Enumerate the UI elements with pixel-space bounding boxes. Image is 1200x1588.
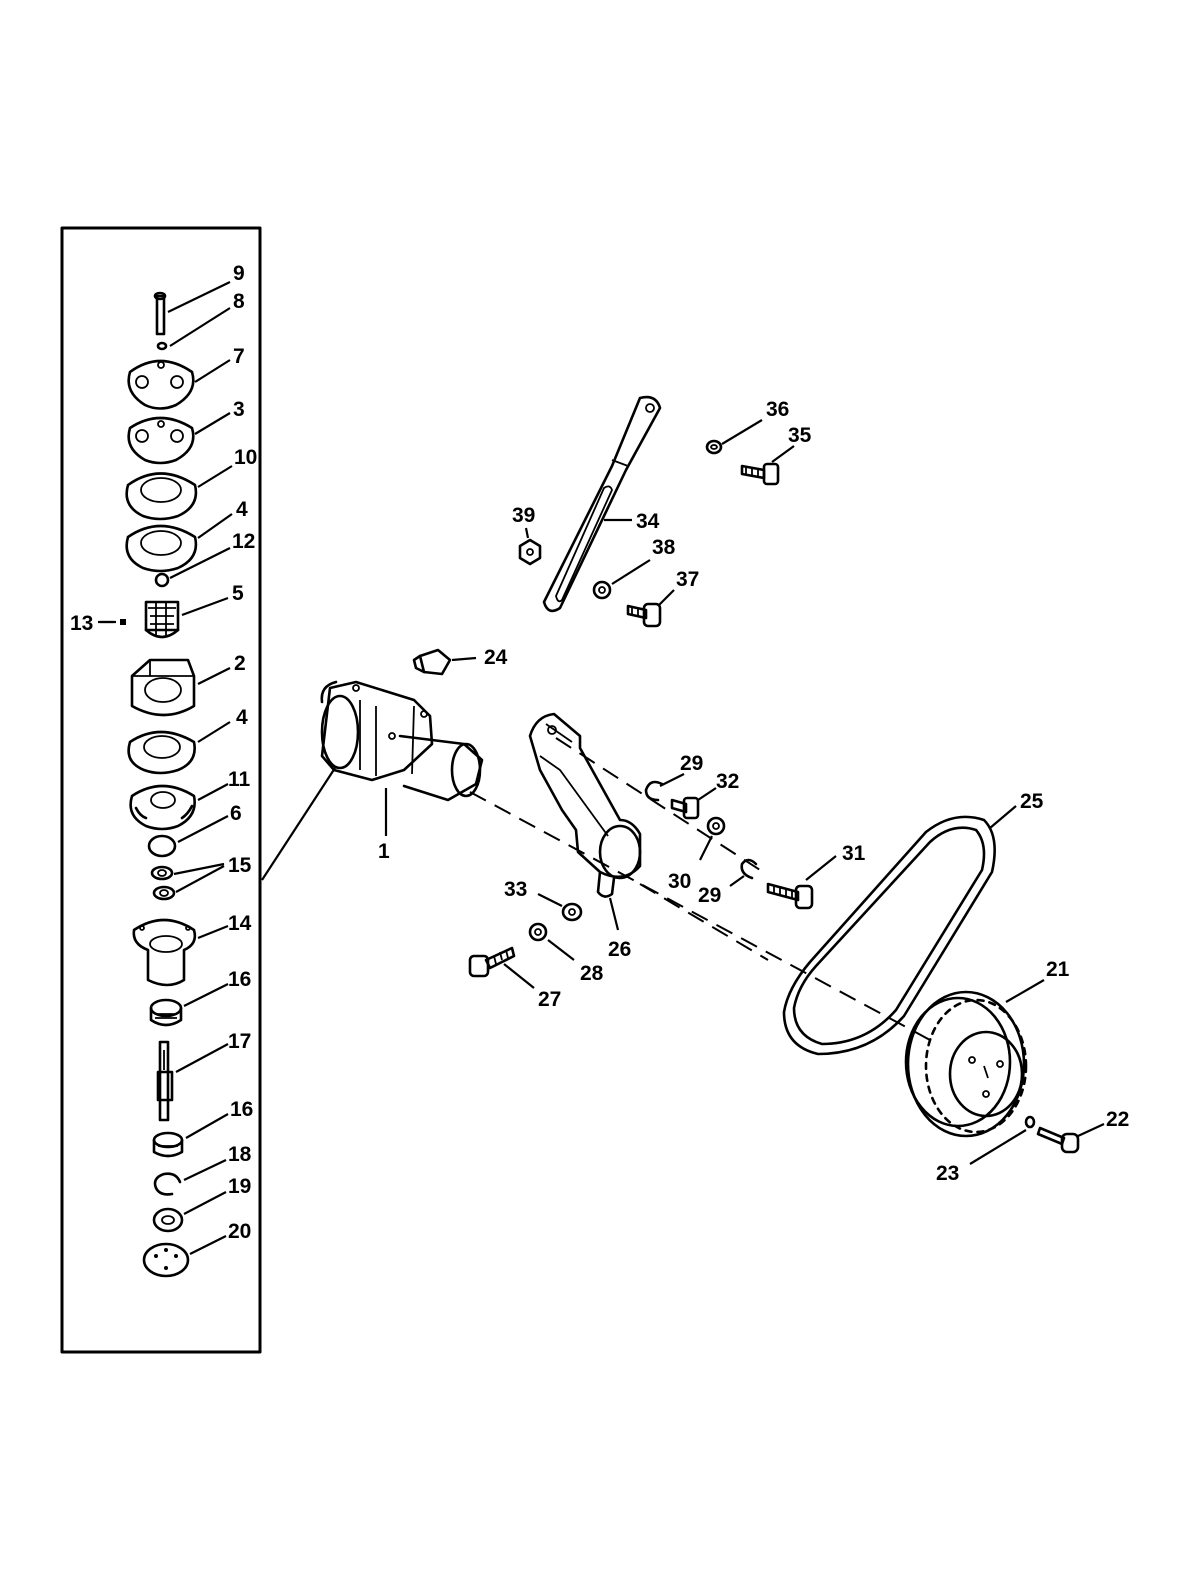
part-16-bearing-upper <box>149 998 183 1027</box>
callout-17: 17 <box>228 1030 251 1053</box>
callout-39: 39 <box>512 504 535 527</box>
part-27-bolt <box>468 946 516 978</box>
pump-exploded-panel <box>60 226 336 1354</box>
part-17-shaft <box>156 1040 174 1122</box>
callout-23: 23 <box>936 1162 959 1185</box>
part-11-wear-plate <box>129 784 196 831</box>
callout-34: 34 <box>636 510 660 533</box>
callout-19: 19 <box>228 1175 251 1198</box>
callout-10: 10 <box>234 446 257 469</box>
part-13-key <box>120 619 126 625</box>
callout-36: 36 <box>766 398 789 421</box>
callout-21: 21 <box>1046 958 1070 981</box>
callout-14: 14 <box>228 912 252 935</box>
callout-20: 20 <box>228 1220 251 1243</box>
part-19-washer <box>152 1207 184 1233</box>
part-4-gasket <box>125 524 198 573</box>
part-29-washer-upper <box>644 780 664 802</box>
callout-26: 26 <box>608 938 631 961</box>
callout-2: 2 <box>234 652 246 675</box>
callout-8: 8 <box>233 290 245 313</box>
part-15-seals <box>150 865 176 901</box>
callout-15: 15 <box>228 854 252 877</box>
part-34-adjusting-strap <box>542 395 662 613</box>
callout-4-lower: 4 <box>236 706 248 729</box>
callout-7: 7 <box>233 345 245 368</box>
callout-32: 32 <box>716 770 739 793</box>
callout-27: 27 <box>538 988 561 1011</box>
callout-35: 35 <box>788 424 812 447</box>
part-26-bracket <box>528 712 642 898</box>
callout-37: 37 <box>676 568 699 591</box>
part-33-washer <box>561 902 583 922</box>
callout-1: 1 <box>378 840 390 863</box>
callout-12: 12 <box>232 530 255 553</box>
part-5-impeller <box>144 600 180 639</box>
callout-29-lower: 29 <box>698 884 721 907</box>
part-6-o-ring <box>147 834 177 858</box>
callout-6: 6 <box>230 802 242 825</box>
part-18-snap-ring <box>153 1172 182 1196</box>
callout-4-upper: 4 <box>236 498 248 521</box>
callout-30: 30 <box>668 870 691 893</box>
part-37-bolt <box>626 602 662 628</box>
part-8-washer <box>156 341 168 351</box>
callout-33: 33 <box>504 878 527 901</box>
part-31-bolt <box>766 882 814 910</box>
part-16-bearing-lower <box>152 1131 184 1158</box>
callout-13: 13 <box>70 612 93 635</box>
part-36-lockwasher <box>705 439 723 455</box>
part-20-flange <box>142 1242 190 1278</box>
callout-5: 5 <box>232 582 244 605</box>
part-3-plate <box>127 416 195 465</box>
part-32-bolt <box>670 796 700 820</box>
part-1-pump-unit <box>320 680 484 802</box>
part-24-fitting <box>412 648 452 676</box>
callout-38: 38 <box>652 536 676 559</box>
callout-11: 11 <box>228 768 251 791</box>
callout-3: 3 <box>233 398 245 421</box>
part-25-v-belt <box>782 815 996 1056</box>
part-39-nut <box>518 538 542 566</box>
callout-22: 22 <box>1106 1108 1129 1131</box>
callout-29-upper: 29 <box>680 752 703 775</box>
part-22-bolt <box>1036 1126 1080 1154</box>
part-4-gasket-lower <box>127 730 196 775</box>
callout-28: 28 <box>580 962 604 985</box>
callout-25: 25 <box>1020 790 1044 813</box>
part-2-housing <box>130 658 196 717</box>
part-21-pulley <box>904 990 1028 1138</box>
callout-18: 18 <box>228 1143 252 1166</box>
part-35-bolt <box>740 462 780 486</box>
part-23-washer <box>1024 1115 1036 1129</box>
callout-31: 31 <box>842 842 866 865</box>
callout-9: 9 <box>233 262 245 285</box>
callout-16-upper: 16 <box>228 968 251 991</box>
part-7-end-plate <box>127 359 195 410</box>
part-28-washer <box>528 922 548 942</box>
part-12-seal <box>154 572 170 588</box>
part-29-washer-lower <box>740 858 758 880</box>
part-9-screw <box>153 291 167 336</box>
part-38-washer <box>592 580 612 600</box>
callout-labels: 9 8 7 3 10 4 12 5 13 2 4 11 6 15 14 16 1… <box>70 262 1129 1243</box>
callout-16-lower: 16 <box>230 1098 253 1121</box>
callout-24: 24 <box>484 646 508 669</box>
part-30-washer <box>706 816 726 836</box>
part-14-bearing-housing <box>132 918 197 987</box>
part-10-gasket <box>125 472 198 521</box>
drive-assembly <box>320 395 1105 1165</box>
